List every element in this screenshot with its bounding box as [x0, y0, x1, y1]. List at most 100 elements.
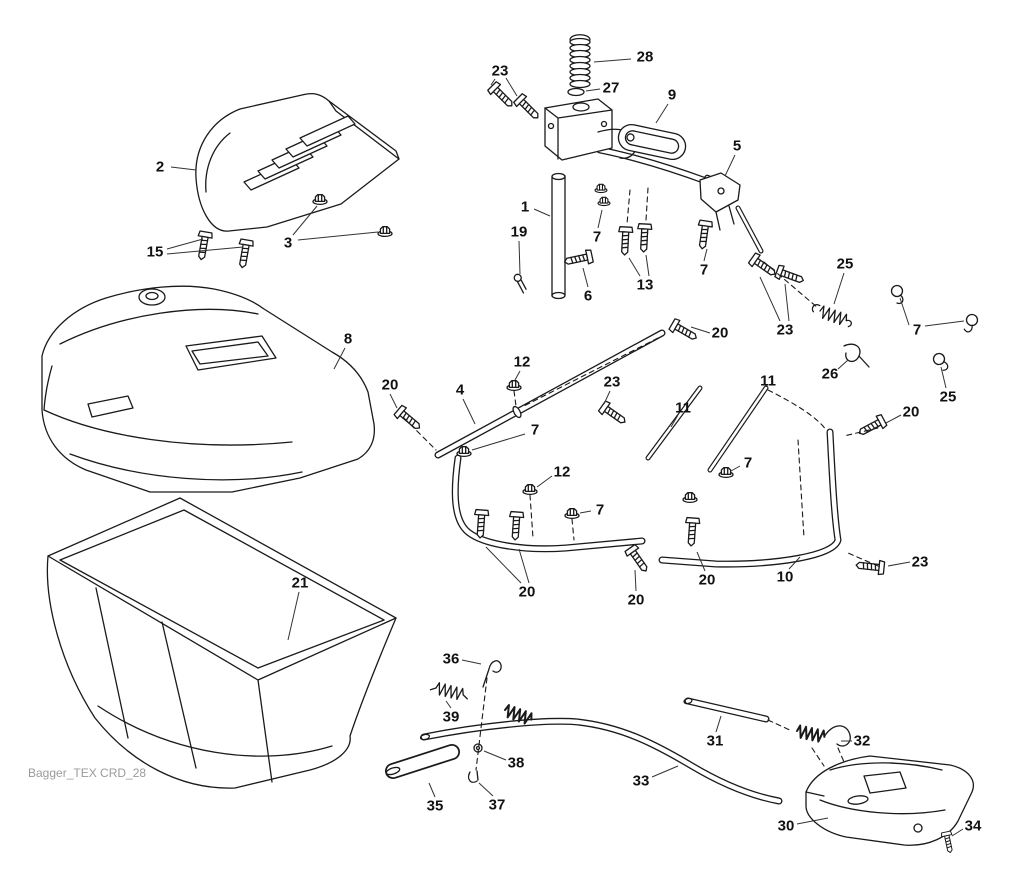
part-19-cotter-pin [513, 273, 527, 294]
part-20-bolt [623, 543, 653, 576]
callout-32: 32 [854, 733, 871, 750]
callout-19: 19 [511, 224, 528, 241]
callout-leader-line [715, 715, 722, 733]
part-33-handle-rod [419, 717, 783, 805]
part-1-tube [551, 172, 566, 300]
part-20-bolt [392, 403, 425, 435]
callout-leader-line [788, 556, 801, 570]
part-23-bolt [597, 399, 630, 429]
callout-leader-line [333, 347, 346, 370]
callout-leader-line [924, 320, 965, 327]
callout-leader-line [533, 208, 551, 217]
callout-20: 20 [628, 592, 645, 609]
callout-12: 12 [514, 354, 531, 371]
callout-leader-line [483, 750, 507, 761]
part-11-support-rods [645, 385, 769, 473]
part-5-bracket [699, 172, 741, 231]
callout-leader-line [514, 370, 521, 381]
callout-leader-line [603, 390, 611, 405]
part-6-bolt [562, 248, 595, 270]
part-3-nuts [312, 194, 393, 238]
part-1-mount-bracket [544, 98, 637, 161]
callout-6: 6 [584, 288, 592, 305]
callout-leader-line [645, 254, 650, 277]
part-7-nut [456, 446, 472, 458]
callout-leader-line [759, 276, 781, 322]
part-37-clip [467, 770, 479, 783]
callout-leader-line [837, 359, 849, 370]
callout-7: 7 [596, 502, 604, 519]
callout-11: 11 [675, 400, 691, 417]
callout-leader-line [651, 765, 679, 778]
callout-7: 7 [531, 422, 539, 439]
callout-9: 9 [668, 87, 676, 104]
callout-leader-line [730, 465, 741, 472]
callout-leader-line [428, 782, 436, 798]
part-23-bolts-right [747, 251, 807, 288]
callout-11: 11 [760, 373, 776, 390]
part-21-container [46, 497, 397, 789]
part-7-bolt [694, 219, 714, 251]
callout-23: 23 [492, 63, 509, 80]
callout-12: 12 [554, 464, 571, 481]
part-23-bolt [854, 557, 886, 576]
callout-33: 33 [633, 773, 650, 790]
callout-39: 39 [443, 709, 460, 726]
callout-leader-line [597, 209, 603, 229]
figure-caption: Bagger_TEX CRD_28 [28, 766, 146, 780]
part-2-ribbed-cover [195, 93, 400, 232]
callout-34: 34 [965, 818, 982, 835]
part-8-hood [41, 285, 376, 493]
callout-leader-line [518, 548, 530, 584]
callout-leader-line [951, 828, 964, 837]
callout-1: 1 [521, 199, 529, 216]
callout-15: 15 [147, 244, 164, 261]
part-4-diagonal-tube [434, 329, 666, 459]
part-28-spring-grip [569, 34, 591, 89]
callout-leader-line [696, 551, 706, 572]
callout-leader-line [582, 267, 589, 288]
part-36-hook [482, 660, 502, 688]
part-23-bolts-top [486, 80, 544, 124]
part-20-bolt [855, 413, 888, 440]
part-7-nut [682, 492, 698, 504]
callout-35: 35 [427, 798, 444, 815]
callout-leader-line [579, 510, 592, 514]
callout-leader-line [471, 433, 526, 451]
callout-20: 20 [519, 584, 536, 601]
part-10-u-frame [658, 428, 842, 568]
part-9-latch-plate [617, 123, 687, 161]
part-7-nut [564, 508, 580, 520]
callout-27: 27 [603, 80, 620, 97]
part-35-grip [385, 744, 460, 779]
callout-leader-line [690, 326, 711, 334]
callout-2: 2 [156, 159, 164, 176]
callout-23: 23 [604, 374, 621, 391]
callout-7: 7 [744, 455, 752, 472]
callout-20: 20 [699, 572, 716, 589]
callout-leader-line [585, 88, 601, 92]
callout-37: 37 [489, 797, 506, 814]
callout-leader-line [478, 782, 494, 797]
callout-20: 20 [712, 325, 729, 342]
part-12-nut [506, 380, 522, 392]
callout-10: 10 [777, 569, 794, 586]
callout-leader-line [287, 591, 300, 641]
callout-leader-line [166, 246, 244, 255]
part-30-chute [805, 755, 974, 846]
callout-3: 3 [284, 235, 292, 252]
callout-25: 25 [837, 256, 854, 273]
part-27-ring [567, 87, 585, 97]
callout-leader-line [593, 58, 632, 63]
callout-20: 20 [903, 404, 920, 421]
callout-31: 31 [707, 733, 724, 750]
link-rod [735, 205, 764, 254]
callout-36: 36 [443, 651, 460, 668]
assembly-guide-lines [403, 187, 879, 771]
callout-4: 4 [456, 382, 465, 399]
part-20-bolt [507, 510, 525, 542]
part-32-spring [794, 724, 851, 747]
part-4-u-frame [451, 454, 646, 553]
